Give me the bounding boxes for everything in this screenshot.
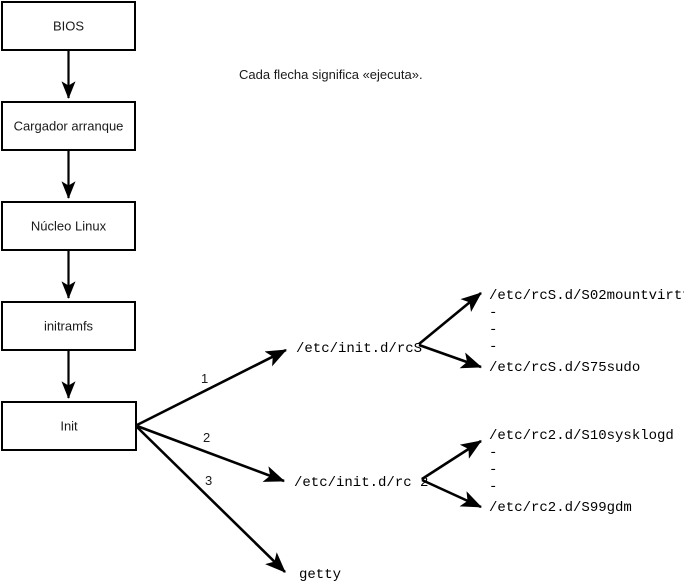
arrow-rcs-to-first-script bbox=[418, 291, 482, 346]
arrow-init-to-rc2 bbox=[136, 424, 285, 483]
box-bootloader: Cargador arranque bbox=[1, 101, 136, 151]
rcs-last-script-label: /etc/rcS.d/S75sudo bbox=[489, 360, 640, 376]
box-kernel-label: Núcleo Linux bbox=[31, 218, 107, 233]
box-bios: BIOS bbox=[1, 1, 136, 51]
target-label-getty: getty bbox=[299, 567, 341, 583]
diagram-caption: Cada flecha significa «ejecuta». bbox=[239, 67, 423, 82]
branch-number-1: 1 bbox=[201, 371, 208, 386]
box-initramfs-rect bbox=[1, 301, 136, 351]
box-init-label: Init bbox=[60, 418, 78, 433]
box-initramfs: initramfs bbox=[1, 301, 136, 351]
arrow-rc2-to-first-script bbox=[421, 439, 482, 481]
box-bootloader-rect bbox=[1, 101, 136, 151]
rcs-first-script-label: /etc/rcS.d/S02mountvirtfs bbox=[489, 288, 684, 304]
box-init-rect bbox=[1, 401, 137, 451]
rc2-last-script-label: /etc/rc2.d/S99gdm bbox=[489, 500, 632, 516]
rcs-ellipsis-dash-1: - bbox=[489, 305, 497, 321]
arrow-init-to-rcs bbox=[136, 348, 287, 427]
arrow-init-to-getty bbox=[136, 426, 286, 573]
branch-number-3: 3 bbox=[205, 473, 212, 488]
rcs-ellipsis-dash-3: - bbox=[489, 339, 497, 355]
rcs-ellipsis-dash-2: - bbox=[489, 322, 497, 338]
rc2-ellipsis-dash-2: - bbox=[489, 462, 497, 478]
target-label-rcs: /etc/init.d/rcS bbox=[296, 341, 422, 357]
rc2-ellipsis-dash-1: - bbox=[489, 445, 497, 461]
rc2-first-script-label: /etc/rc2.d/S10sysklogd bbox=[489, 428, 674, 444]
target-label-rc2: /etc/init.d/rc 2 bbox=[294, 475, 428, 491]
branch-number-2: 2 bbox=[203, 430, 210, 445]
rc2-ellipsis-dash-3: - bbox=[489, 479, 497, 495]
box-init: Init bbox=[1, 401, 137, 451]
box-bios-label: BIOS bbox=[53, 18, 84, 33]
arrow-rcs-to-last-script bbox=[418, 343, 482, 369]
box-kernel: Núcleo Linux bbox=[1, 201, 136, 251]
box-bios-rect bbox=[1, 1, 136, 51]
box-bootloader-label: Cargador arranque bbox=[14, 118, 124, 133]
box-initramfs-label: initramfs bbox=[44, 318, 94, 333]
arrow-rc2-to-last-script bbox=[421, 478, 482, 509]
